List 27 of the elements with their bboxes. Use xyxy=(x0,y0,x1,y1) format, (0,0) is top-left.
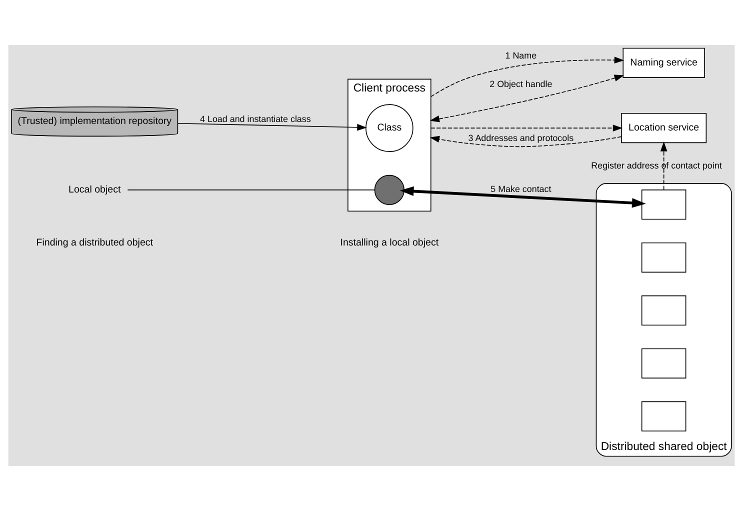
arrow xyxy=(400,186,646,208)
label: Finding a distributed object xyxy=(36,236,153,248)
node-text: Local object xyxy=(68,184,121,195)
arrow xyxy=(177,122,367,130)
edge-label: Register address of contact point xyxy=(591,160,722,170)
connector xyxy=(127,189,376,190)
edge-label: 1 Name xyxy=(505,50,537,60)
cluster: Distributed shared object xyxy=(596,182,732,456)
node-box xyxy=(641,400,686,431)
arrow xyxy=(430,74,624,122)
node-circle: Class xyxy=(366,104,414,152)
node-box xyxy=(641,294,686,326)
arrow xyxy=(430,124,623,131)
edge-label: 4 Load and instantiate class xyxy=(200,114,311,124)
node-box xyxy=(641,242,686,272)
edge-label: 5 Make contact xyxy=(490,184,552,194)
node-box: Naming service xyxy=(622,47,705,78)
arrow xyxy=(430,56,624,97)
edge-label: 3 Addresses and protocols xyxy=(468,132,574,142)
arrow xyxy=(660,141,668,190)
arrow xyxy=(430,135,622,147)
node-box xyxy=(641,348,686,378)
node-circle xyxy=(374,174,404,205)
edge-label: 2 Object handle xyxy=(490,78,552,89)
node-box: Location service xyxy=(621,112,707,143)
node-box xyxy=(641,189,686,220)
label: Installing a local object xyxy=(340,236,439,248)
